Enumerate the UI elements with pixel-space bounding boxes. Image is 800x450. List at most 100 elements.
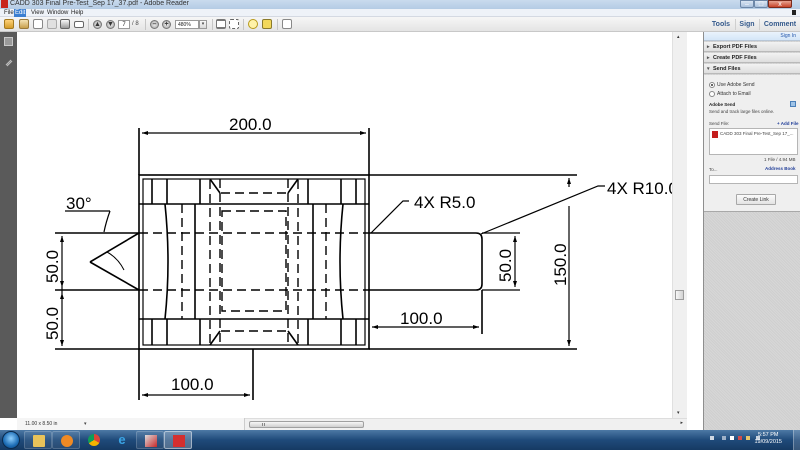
tools-side-panel: Sign In ▸ Export PDF Files ▸ Create PDF … [703,32,800,430]
address-book-link[interactable]: Address Book [765,166,796,171]
scroll-right-icon[interactable]: ▸ [680,420,683,426]
page-thumbnails-icon[interactable] [4,37,13,46]
acrobat-icon [145,435,157,447]
tray-keyboard-icon[interactable] [710,436,714,440]
fit-width-icon[interactable] [229,19,239,29]
minimize-button[interactable]: – [740,0,754,8]
dim-left-upper: 50.0 [43,250,62,283]
scroll-down-icon[interactable]: ▾ [677,410,680,416]
vertical-scrollbar[interactable]: ▴ ▾ [672,32,687,418]
menu-help[interactable]: Help [71,10,84,16]
clock-date: 19/09/2015 [754,439,782,445]
page-number-input[interactable]: 7 [118,20,130,29]
horizontal-scroll-thumb[interactable] [249,421,364,428]
scroll-up-icon[interactable]: ▴ [677,34,680,40]
adobe-send-heading: Adobe Send [709,102,736,107]
to-label: To... [709,167,718,172]
tray-network-icon[interactable] [756,436,760,440]
dim-angle: 30° [66,194,92,213]
system-clock[interactable]: 5:57 PM 19/09/2015 [754,432,782,446]
sticky-note-icon[interactable] [248,19,258,29]
menu-file[interactable]: File [4,10,14,16]
send-files-body: Use Adobe Send Attach to Email Adobe Sen… [704,75,800,212]
dim-slot-length: 100.0 [400,309,443,328]
taskbar-acrobat[interactable] [136,431,164,449]
window-title: CADD 303 Final Pre-Test_Sep 17_37.pdf - … [10,0,189,7]
tray-windows-flag-icon[interactable] [730,436,734,440]
section-send-files[interactable]: ▾ Send Files [704,64,800,74]
minimize-icon: – [745,1,749,8]
tab-tools[interactable]: Tools [711,21,731,28]
file-summary: 1 File / 4.94 MB [764,157,796,162]
adobe-send-description: Send and track large files online. [709,109,775,114]
open-icon[interactable] [19,19,29,29]
dim-slot-height: 50.0 [496,249,515,282]
next-page-button[interactable]: ▼ [106,20,115,29]
internet-explorer-icon: e [118,432,126,447]
dim-top-width: 200.0 [229,115,272,134]
zoom-level-input[interactable]: 480% [175,20,199,29]
windows-taskbar: e 5:57 PM 19/09/2015 [0,430,800,450]
use-adobe-send-label: Use Adobe Send [717,82,755,88]
zoom-in-button[interactable]: + [162,20,171,29]
use-adobe-send-radio[interactable] [709,82,715,88]
taskbar-media-player[interactable] [52,431,80,449]
create-link-button[interactable]: Create Link [736,194,776,205]
recipient-input[interactable] [709,175,798,184]
vertical-scroll-thumb[interactable] [675,290,684,300]
start-button[interactable] [2,431,20,449]
send-file-list[interactable]: CADD 303 Final Pre-Test_Sep 17_... [709,128,798,155]
page-size: 11.00 x 8.50 in [25,421,58,427]
toolbar: ▲ ▼ 7 / 8 – + 480% ▾ Tools Sign Comment [0,17,800,32]
highlight-icon[interactable] [262,19,272,29]
save-icon[interactable] [47,19,57,29]
taskbar-internet-explorer[interactable]: e [108,431,136,449]
close-icon: x [778,1,782,8]
attach-to-email-radio[interactable] [709,91,715,97]
tab-sign[interactable]: Sign [739,21,755,28]
menu-edit[interactable]: Edit [14,9,27,17]
tab-separator [735,19,736,30]
taskbar-chrome[interactable] [80,431,108,449]
section-label: Export PDF Files [713,44,758,50]
menu-window[interactable]: Window [47,10,69,16]
close-button[interactable]: x [768,0,792,8]
menu-view[interactable]: View [31,10,44,16]
tray-show-hidden-icon[interactable] [722,436,726,440]
toolbar-separator [277,19,278,30]
maximize-button[interactable]: □ [754,0,768,8]
section-create-pdf[interactable]: ▸ Create PDF Files [704,53,800,63]
zoom-dropdown-button[interactable]: ▾ [199,20,207,29]
tray-speaker-icon[interactable] [746,436,750,440]
expand-icon[interactable] [282,19,292,29]
sign-in-link[interactable]: Sign In [780,33,796,39]
file-name: CADD 303 Final Pre-Test_Sep 17_... [720,131,794,136]
section-label: Create PDF Files [713,55,757,61]
adobe-send-info-icon[interactable] [790,101,796,107]
section-label: Send Files [713,66,741,72]
tab-comment[interactable]: Comment [763,21,797,28]
technical-drawing: 200.0 30° 100.0 4X R5.0 4X R10.0 100.0 5… [43,115,678,400]
email-icon[interactable] [74,21,84,28]
arrow-down-icon: ▼ [107,21,114,28]
previous-page-button[interactable]: ▲ [93,20,102,29]
attachments-paperclip-icon[interactable] [4,54,13,67]
create-icon[interactable] [4,19,14,29]
document-view[interactable]: 200.0 30° 100.0 4X R5.0 4X R10.0 100.0 5… [17,32,687,418]
show-desktop-button[interactable] [793,430,800,450]
pdf-file-icon [712,131,718,138]
page-size-dropdown-icon[interactable]: ▾ [84,421,87,427]
fit-page-icon[interactable] [216,19,226,29]
section-export-pdf[interactable]: ▸ Export PDF Files [704,42,800,52]
zoom-out-button[interactable]: – [150,20,159,29]
edit-icon[interactable] [33,19,43,29]
print-icon[interactable] [60,19,70,29]
maximize-icon: □ [758,1,764,8]
close-document-icon[interactable] [792,10,796,15]
add-file-link[interactable]: + Add File [777,121,799,126]
taskbar-adobe-reader[interactable] [164,431,192,449]
taskbar-explorer[interactable] [24,431,52,449]
page-size-status: 11.00 x 8.50 in ▾ [17,418,245,430]
tray-security-icon[interactable] [738,436,742,440]
